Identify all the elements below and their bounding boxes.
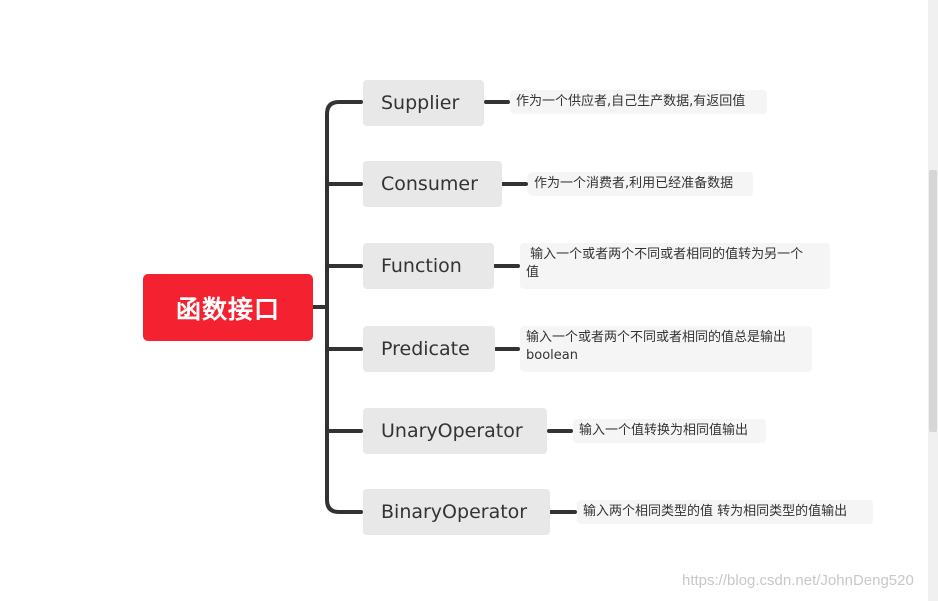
node-label: Supplier bbox=[381, 92, 460, 114]
node-predicate[interactable]: Predicate bbox=[363, 326, 495, 372]
note-predicate[interactable]: 输入一个或者两个不同或者相同的值总是输出 boolean bbox=[520, 326, 812, 372]
note-text: 作为一个供应者,自己生产数据,有返回值 bbox=[516, 94, 746, 109]
watermark: https://blog.csdn.net/JohnDeng520 bbox=[682, 572, 914, 589]
scrollbar-thumb[interactable] bbox=[929, 170, 937, 432]
node-label: UnaryOperator bbox=[381, 420, 523, 442]
note-text: 输入两个相同类型的值 转为相同类型的值输出 bbox=[583, 504, 848, 519]
node-label: BinaryOperator bbox=[381, 501, 528, 523]
node-binaryoperator[interactable]: BinaryOperator bbox=[363, 489, 550, 535]
node-unaryoperator[interactable]: UnaryOperator bbox=[363, 408, 547, 454]
node-label: Consumer bbox=[381, 173, 478, 195]
connector-trunk bbox=[325, 100, 363, 514]
node-label: Function bbox=[381, 255, 462, 277]
note-text: 作为一个消费者,利用已经准备数据 bbox=[534, 176, 734, 191]
note-unaryoperator[interactable]: 输入一个值转换为相同值输出 bbox=[573, 419, 766, 443]
vertical-scrollbar[interactable] bbox=[928, 0, 938, 601]
node-consumer[interactable]: Consumer bbox=[363, 161, 502, 207]
note-text-line2: boolean bbox=[526, 348, 578, 363]
note-supplier[interactable]: 作为一个供应者,自己生产数据,有返回值 bbox=[510, 90, 767, 114]
note-function[interactable]: 输入一个或者两个不同或者相同的值转为另一个 值 bbox=[520, 243, 830, 289]
note-binaryoperator[interactable]: 输入两个相同类型的值 转为相同类型的值输出 bbox=[577, 500, 873, 524]
note-text-line2: 值 bbox=[526, 265, 540, 280]
note-text: 输入一个值转换为相同值输出 bbox=[579, 423, 749, 438]
note-text-line1: 输入一个或者两个不同或者相同的值转为另一个 bbox=[526, 247, 804, 262]
node-supplier[interactable]: Supplier bbox=[363, 80, 484, 126]
node-function[interactable]: Function bbox=[363, 243, 494, 289]
root-node[interactable]: 函数接口 bbox=[143, 274, 313, 341]
note-text-line1: 输入一个或者两个不同或者相同的值总是输出 bbox=[526, 330, 787, 345]
node-label: Predicate bbox=[381, 338, 470, 360]
note-consumer[interactable]: 作为一个消费者,利用已经准备数据 bbox=[528, 172, 753, 196]
root-label: 函数接口 bbox=[175, 294, 280, 324]
